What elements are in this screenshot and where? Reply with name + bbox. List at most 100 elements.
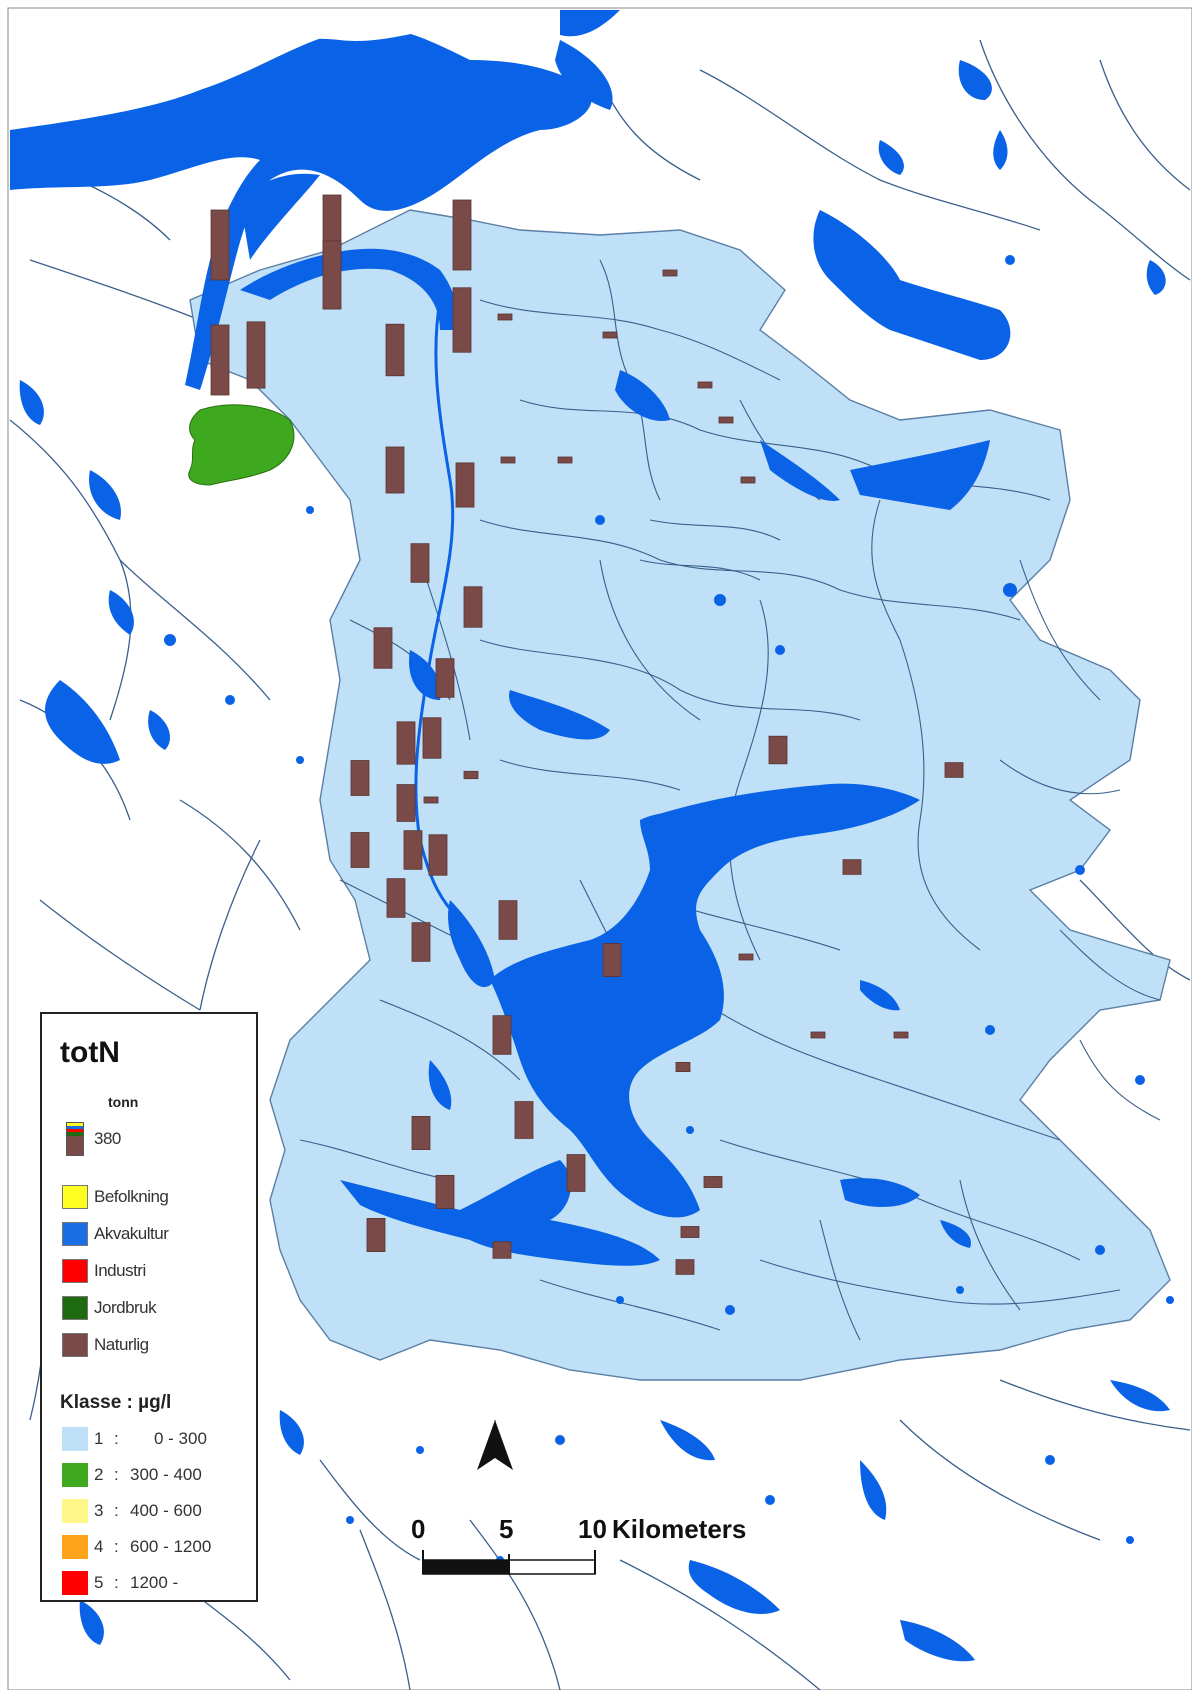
nitrogen-bar-34 — [492, 1241, 512, 1259]
nitrogen-bar-17 — [396, 784, 416, 822]
legend-title: totN — [60, 1036, 120, 1069]
catchment-class-2 — [188, 404, 295, 486]
legend-source-label: Industri — [94, 1261, 146, 1280]
nitrogen-bar-26 — [411, 1116, 431, 1150]
stacked-bar-icon — [66, 1122, 84, 1156]
class-separator: : — [114, 1573, 119, 1592]
legend-unit: tonn — [108, 1094, 139, 1110]
scale-tick-5: 5 — [499, 1514, 514, 1544]
nitrogen-bar-6 — [385, 323, 405, 377]
scale-tick-0: 0 — [411, 1514, 426, 1544]
nitrogen-bar-18 — [350, 832, 370, 868]
swatch-class-5 — [62, 1571, 88, 1595]
nitrogen-bar-21 — [386, 878, 406, 918]
nitrogen-bar-29 — [435, 1175, 455, 1209]
class-range: 1200 - — [130, 1573, 179, 1592]
nitrogen-bar-25 — [492, 1015, 512, 1055]
swatch-jordbruk — [62, 1296, 88, 1320]
scale-unit: Kilometers — [612, 1514, 747, 1544]
nitrogen-bar-48 — [810, 1031, 826, 1039]
main-river — [414, 299, 462, 922]
nitrogen-bar-33 — [842, 859, 862, 875]
swatch-class-2 — [62, 1463, 88, 1487]
class-separator: : — [114, 1501, 119, 1520]
nitrogen-bar-36 — [680, 1226, 700, 1238]
class-separator: : — [114, 1465, 119, 1484]
nitrogen-bars — [210, 194, 964, 1275]
legend-source-naturlig: Naturlig — [62, 1332, 149, 1358]
legend-source-jordbruk: Jordbruk — [62, 1295, 157, 1321]
legend-source-industri: Industri — [62, 1258, 146, 1284]
nitrogen-bar-46 — [740, 476, 756, 484]
nitrogen-bar-47 — [738, 953, 754, 961]
nitrogen-bar-51 — [718, 416, 734, 424]
legend-klasse-title: Klasse : µg/l — [60, 1392, 172, 1413]
legend-source-label: Befolkning — [94, 1187, 169, 1206]
nitrogen-bar-45 — [697, 381, 713, 389]
nitrogen-bar-14 — [396, 721, 416, 765]
swatch-akvakultur — [62, 1222, 88, 1246]
nitrogen-bar-28 — [566, 1154, 586, 1192]
legend-class-3: 3:400 - 600 — [62, 1498, 202, 1524]
nitrogen-bar-24 — [602, 943, 622, 977]
class-range: 300 - 400 — [130, 1465, 202, 1484]
nitrogen-bar-22 — [411, 922, 431, 962]
swatch-befolkning — [62, 1185, 88, 1209]
nitrogen-bar-20 — [428, 834, 448, 876]
nitrogen-bar-5 — [322, 240, 342, 310]
class-separator: : — [114, 1429, 119, 1448]
north-arrow-icon — [477, 1420, 513, 1470]
legend-class-1: 1 : 0 - 300 — [62, 1426, 207, 1452]
class-range: 0 - 300 — [154, 1429, 207, 1448]
nitrogen-bar-15 — [422, 717, 442, 759]
class-separator: : — [114, 1537, 119, 1556]
legend-source-label: Jordbruk — [94, 1298, 157, 1317]
map-legend: totN tonn 380 Befolkning Akvakultur Indu… — [40, 1012, 258, 1602]
nitrogen-bar-32 — [944, 762, 964, 778]
legend-source-befolkning: Befolkning — [62, 1184, 169, 1210]
nitrogen-bar-11 — [463, 586, 483, 628]
legend-class-4: 4:600 - 1200 — [62, 1534, 211, 1560]
swatch-class-3 — [62, 1499, 88, 1523]
nitrogen-bar-44 — [602, 331, 618, 339]
nitrogen-bar-4 — [246, 321, 266, 389]
nitrogen-bar-27 — [514, 1101, 534, 1139]
swatch-industri — [62, 1259, 88, 1283]
nitrogen-bar-31 — [768, 735, 788, 765]
nitrogen-bar-35 — [675, 1259, 695, 1275]
class-number: 2 — [94, 1465, 104, 1484]
nitrogen-bar-39 — [463, 770, 479, 780]
class-number: 3 — [94, 1501, 104, 1520]
nitrogen-bar-40 — [423, 796, 439, 804]
scale-bar — [422, 1550, 596, 1575]
swatch-naturlig — [62, 1333, 88, 1357]
class-number: 1 — [94, 1429, 104, 1448]
nitrogen-bar-13 — [435, 658, 455, 698]
nitrogen-bar-7 — [452, 287, 472, 353]
legend-source-label: Akvakultur — [94, 1224, 169, 1243]
nitrogen-bar-16 — [350, 760, 370, 796]
legend-stack-value: 380 — [94, 1129, 121, 1148]
swatch-class-4 — [62, 1535, 88, 1559]
nitrogen-bar-50 — [662, 269, 678, 277]
legend-class-5: 5:1200 - — [62, 1570, 178, 1596]
class-number: 5 — [94, 1573, 104, 1592]
nitrogen-bar-49 — [893, 1031, 909, 1039]
nitrogen-bar-38 — [675, 1061, 691, 1073]
nitrogen-bar-43 — [557, 456, 573, 464]
legend-stack-row: 380 — [62, 1122, 121, 1156]
nitrogen-bar-3 — [210, 324, 230, 396]
nitrogen-bar-9 — [455, 462, 475, 508]
class-range: 600 - 1200 — [130, 1537, 212, 1556]
nitrogen-bar-37 — [703, 1176, 723, 1188]
class-range: 400 - 600 — [130, 1501, 202, 1520]
legend-source-label: Naturlig — [94, 1335, 149, 1354]
class-number: 4 — [94, 1537, 104, 1556]
nitrogen-bar-30 — [366, 1218, 386, 1252]
nitrogen-bar-23 — [498, 900, 518, 940]
nitrogen-bar-42 — [500, 456, 516, 464]
scale-tick-10: 10 — [578, 1514, 607, 1544]
nitrogen-bar-2 — [452, 199, 472, 271]
nitrogen-bar-10 — [410, 543, 430, 583]
nitrogen-bar-8 — [385, 446, 405, 494]
